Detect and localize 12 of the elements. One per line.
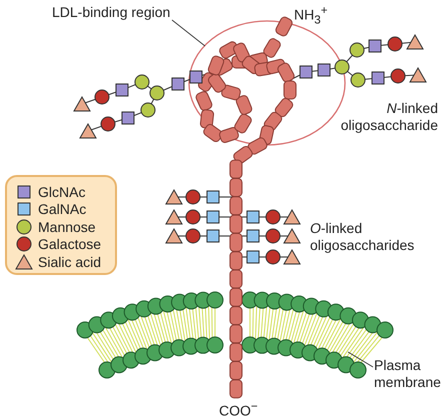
terminus-label: COO$^{−}$: [219, 399, 259, 420]
callout-label: LDL-binding region: [52, 4, 182, 21]
leader-line: [348, 352, 374, 368]
glycan-label: O-linked oligosaccharides: [310, 220, 416, 254]
legend-label: Galactose: [38, 236, 102, 252]
legend-label: Mannose: [38, 218, 96, 235]
leader-line: [172, 20, 206, 46]
legend-label: GlcNAc: [38, 184, 86, 200]
legend-label: GalNAc: [38, 201, 86, 218]
glycan-label: N-linked oligosaccharide: [340, 100, 438, 134]
legend-label: Sialic acid: [38, 254, 102, 270]
callout-label: Plasma membrane: [374, 357, 442, 391]
